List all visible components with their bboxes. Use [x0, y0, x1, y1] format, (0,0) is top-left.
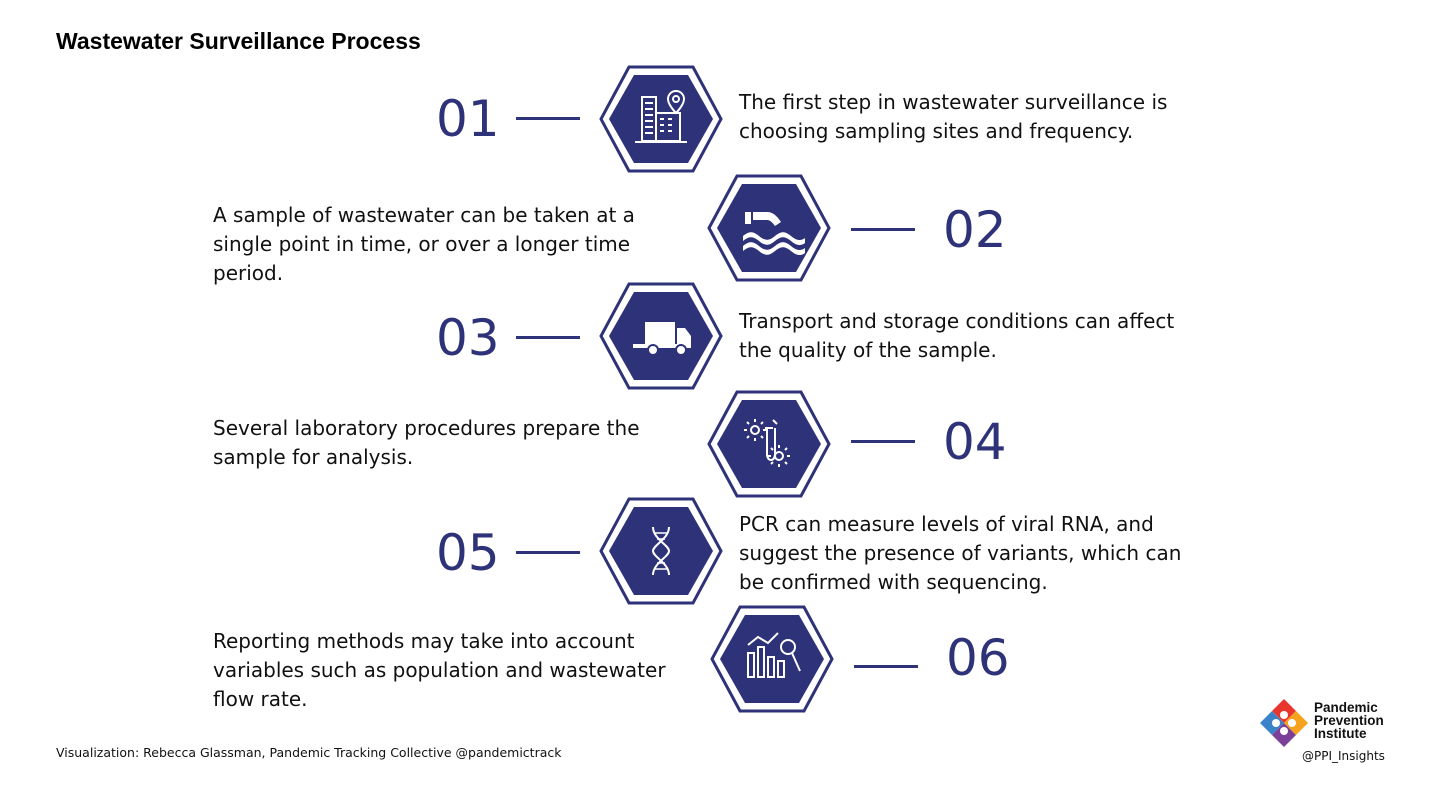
step-number-02: 02 [943, 201, 1007, 259]
step-connector-06 [854, 665, 918, 668]
step-number-05: 05 [436, 524, 500, 582]
step-connector-05 [516, 551, 580, 554]
logo-name: Pandemic Prevention Institute [1314, 700, 1384, 741]
step-connector-03 [516, 336, 580, 339]
chart-magnifier-icon [747, 632, 801, 678]
step-number-04: 04 [943, 413, 1007, 471]
step-hex-06 [710, 605, 834, 713]
step-number-03: 03 [436, 309, 500, 367]
outflow-pipe-icon [743, 212, 805, 256]
dna-icon [651, 526, 671, 576]
step-connector-02 [851, 228, 915, 231]
step-hex-05 [599, 497, 723, 605]
step-text-03: Transport and storage conditions can aff… [739, 309, 1175, 362]
step-hex-03 [599, 282, 723, 390]
step-hex-04 [707, 390, 831, 498]
step-connector-01 [516, 117, 580, 120]
step-text-06: Reporting methods may take into account … [213, 629, 666, 711]
step-text-04: Several laboratory procedures prepare th… [213, 416, 640, 469]
city-location-icon [635, 89, 687, 143]
ppi-logo: Pandemic Prevention Institute @PPI_Insig… [1258, 697, 1398, 767]
logo-name-line2: Prevention [1314, 713, 1384, 728]
ppi-logo-icon [1260, 699, 1308, 747]
step-text-02: A sample of wastewater can be taken at a… [213, 203, 635, 285]
footer-credit: Visualization: Rebecca Glassman, Pandemi… [56, 745, 562, 760]
page-title: Wastewater Surveillance Process [56, 28, 421, 54]
step-text-01: The first step in wastewater surveillanc… [739, 90, 1168, 143]
step-text-05: PCR can measure levels of viral RNA, and… [739, 512, 1182, 594]
step-hex-01 [599, 65, 723, 173]
step-connector-04 [851, 440, 915, 443]
logo-handle: @PPI_Insights [1302, 749, 1385, 763]
step-number-06: 06 [946, 629, 1010, 687]
step-hex-02 [707, 174, 831, 282]
truck-icon [633, 322, 691, 356]
step-number-01: 01 [436, 90, 500, 148]
lab-virus-icon [744, 419, 790, 467]
logo-name-line1: Pandemic [1314, 700, 1378, 715]
logo-name-line3: Institute [1314, 726, 1367, 741]
